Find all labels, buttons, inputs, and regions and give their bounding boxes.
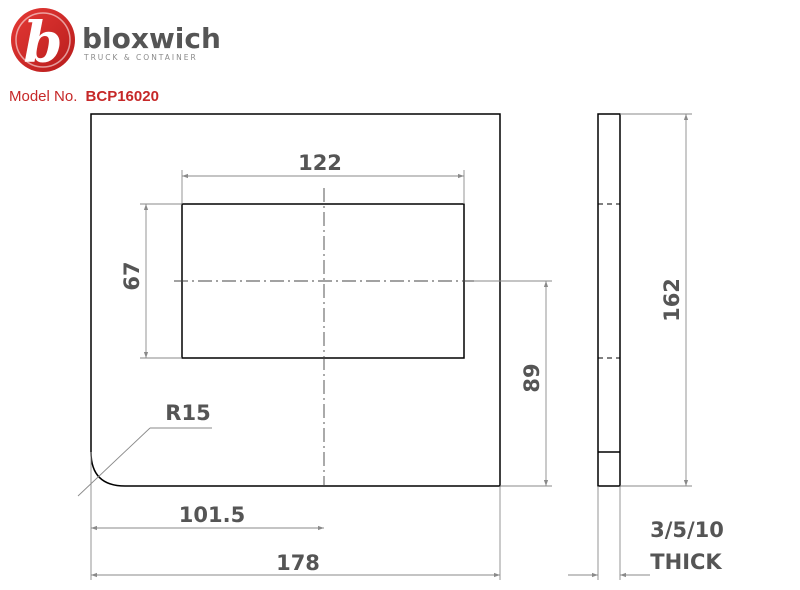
- dimension-label-67: 67: [120, 261, 144, 290]
- dimension-label-r15: R15: [165, 401, 210, 425]
- brand-logo: b bloxwich TRUCK & CONTAINER: [11, 8, 221, 76]
- dimension-label-thick: THICK: [650, 550, 722, 574]
- plate-outline: [90, 113, 501, 487]
- model-label: Model No.: [9, 88, 77, 105]
- dimension-label-178: 178: [276, 551, 320, 575]
- dimension-label-thickness-values: 3/5/10: [650, 518, 724, 542]
- dimension-center-height: 89: [474, 280, 552, 487]
- dimension-thickness: 3/5/10 THICK: [568, 486, 724, 580]
- brand-tagline: TRUCK & CONTAINER: [83, 53, 198, 62]
- dimension-offset-width: 101.5: [90, 452, 324, 580]
- logo-mark-letter: b: [23, 10, 62, 76]
- dimension-overall-width: 178: [91, 486, 501, 580]
- dimension-label-101-5: 101.5: [179, 503, 245, 527]
- side-view-outline: [597, 113, 621, 487]
- model-value: BCP16020: [86, 88, 159, 105]
- logo-mark-icon: [11, 8, 75, 72]
- dimension-label-162: 162: [660, 278, 684, 322]
- dimension-overall-height: 162: [620, 113, 692, 487]
- dimension-label-89: 89: [520, 363, 544, 392]
- dimension-label-122: 122: [298, 151, 342, 175]
- model-number: Model No. BCP16020: [9, 88, 159, 105]
- brand-name: bloxwich: [82, 22, 221, 55]
- dimension-cutout-height: 67: [120, 203, 182, 359]
- dimension-cutout-width: 122: [181, 151, 465, 204]
- dimension-corner-radius: R15: [77, 401, 212, 497]
